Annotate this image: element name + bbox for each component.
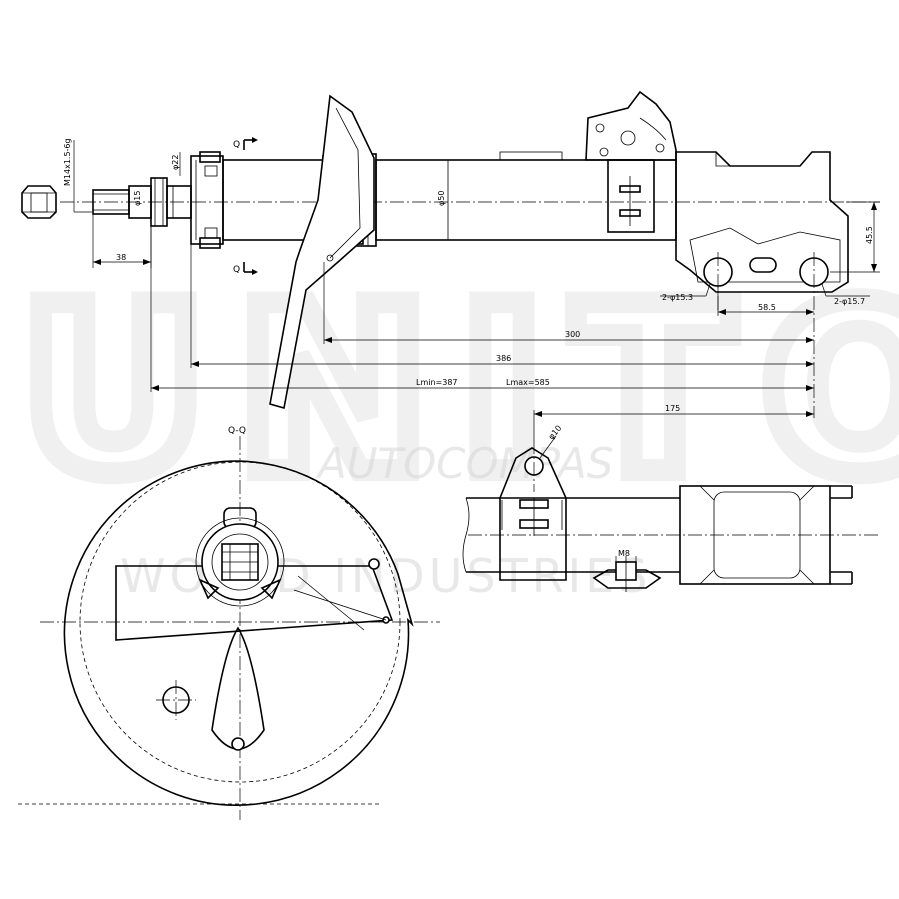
dim-dia-50: φ50 bbox=[437, 191, 446, 206]
dim-386: 386 bbox=[496, 354, 511, 363]
dim-38: 38 bbox=[116, 253, 126, 262]
section-mark-bottom: Q bbox=[233, 265, 240, 275]
bolt-m8: M8 bbox=[618, 549, 630, 558]
dim-45-5-line bbox=[830, 201, 880, 273]
watermark-brand: UNITO bbox=[20, 258, 899, 525]
side-view-detail bbox=[462, 410, 880, 592]
dim-lmax: Lmax=585 bbox=[506, 378, 550, 387]
hose-bracket bbox=[585, 90, 677, 233]
section-mark-top: Q bbox=[233, 140, 240, 150]
watermark-line1: AUTOCOMPAS bbox=[315, 439, 613, 488]
section-marker-bottom bbox=[243, 262, 258, 275]
dim-dia-22: φ22 bbox=[171, 155, 180, 170]
watermark: UNITO AUTOCOMPAS WORLD INDUSTRIES bbox=[9, 247, 899, 603]
dim-dia-15: φ15 bbox=[133, 191, 142, 206]
dim-386-line bbox=[190, 244, 814, 368]
hole-callout-left-line bbox=[660, 283, 711, 297]
loose-nut bbox=[21, 185, 57, 219]
spring-seat bbox=[269, 94, 375, 410]
watermark-line2: WORLD INDUSTRIES bbox=[120, 549, 651, 603]
dim-lmin: Lmin=387 bbox=[416, 378, 458, 387]
section-marker-top bbox=[243, 137, 258, 150]
knuckle-bracket bbox=[675, 151, 849, 418]
dim-175: 175 bbox=[665, 404, 680, 413]
dim-300: 300 bbox=[565, 330, 580, 339]
hole-callout-right-line bbox=[821, 283, 870, 297]
section-title: Q-Q bbox=[228, 426, 246, 436]
dim-45-5: 45.5 bbox=[865, 226, 874, 244]
section-view bbox=[40, 436, 440, 820]
rod-end bbox=[92, 177, 192, 227]
hole-callout-right: 2-φ15.7 bbox=[834, 297, 865, 306]
dim-58-5: 58.5 bbox=[758, 303, 776, 312]
top-mount bbox=[190, 151, 224, 249]
hole-callout-left: 2-φ15.3 bbox=[662, 293, 693, 302]
dim-58-5-line bbox=[717, 286, 814, 316]
thread-label: M14x1.5-6g bbox=[63, 138, 72, 186]
dim-300-line bbox=[323, 262, 814, 344]
dim-length-line bbox=[150, 226, 814, 392]
